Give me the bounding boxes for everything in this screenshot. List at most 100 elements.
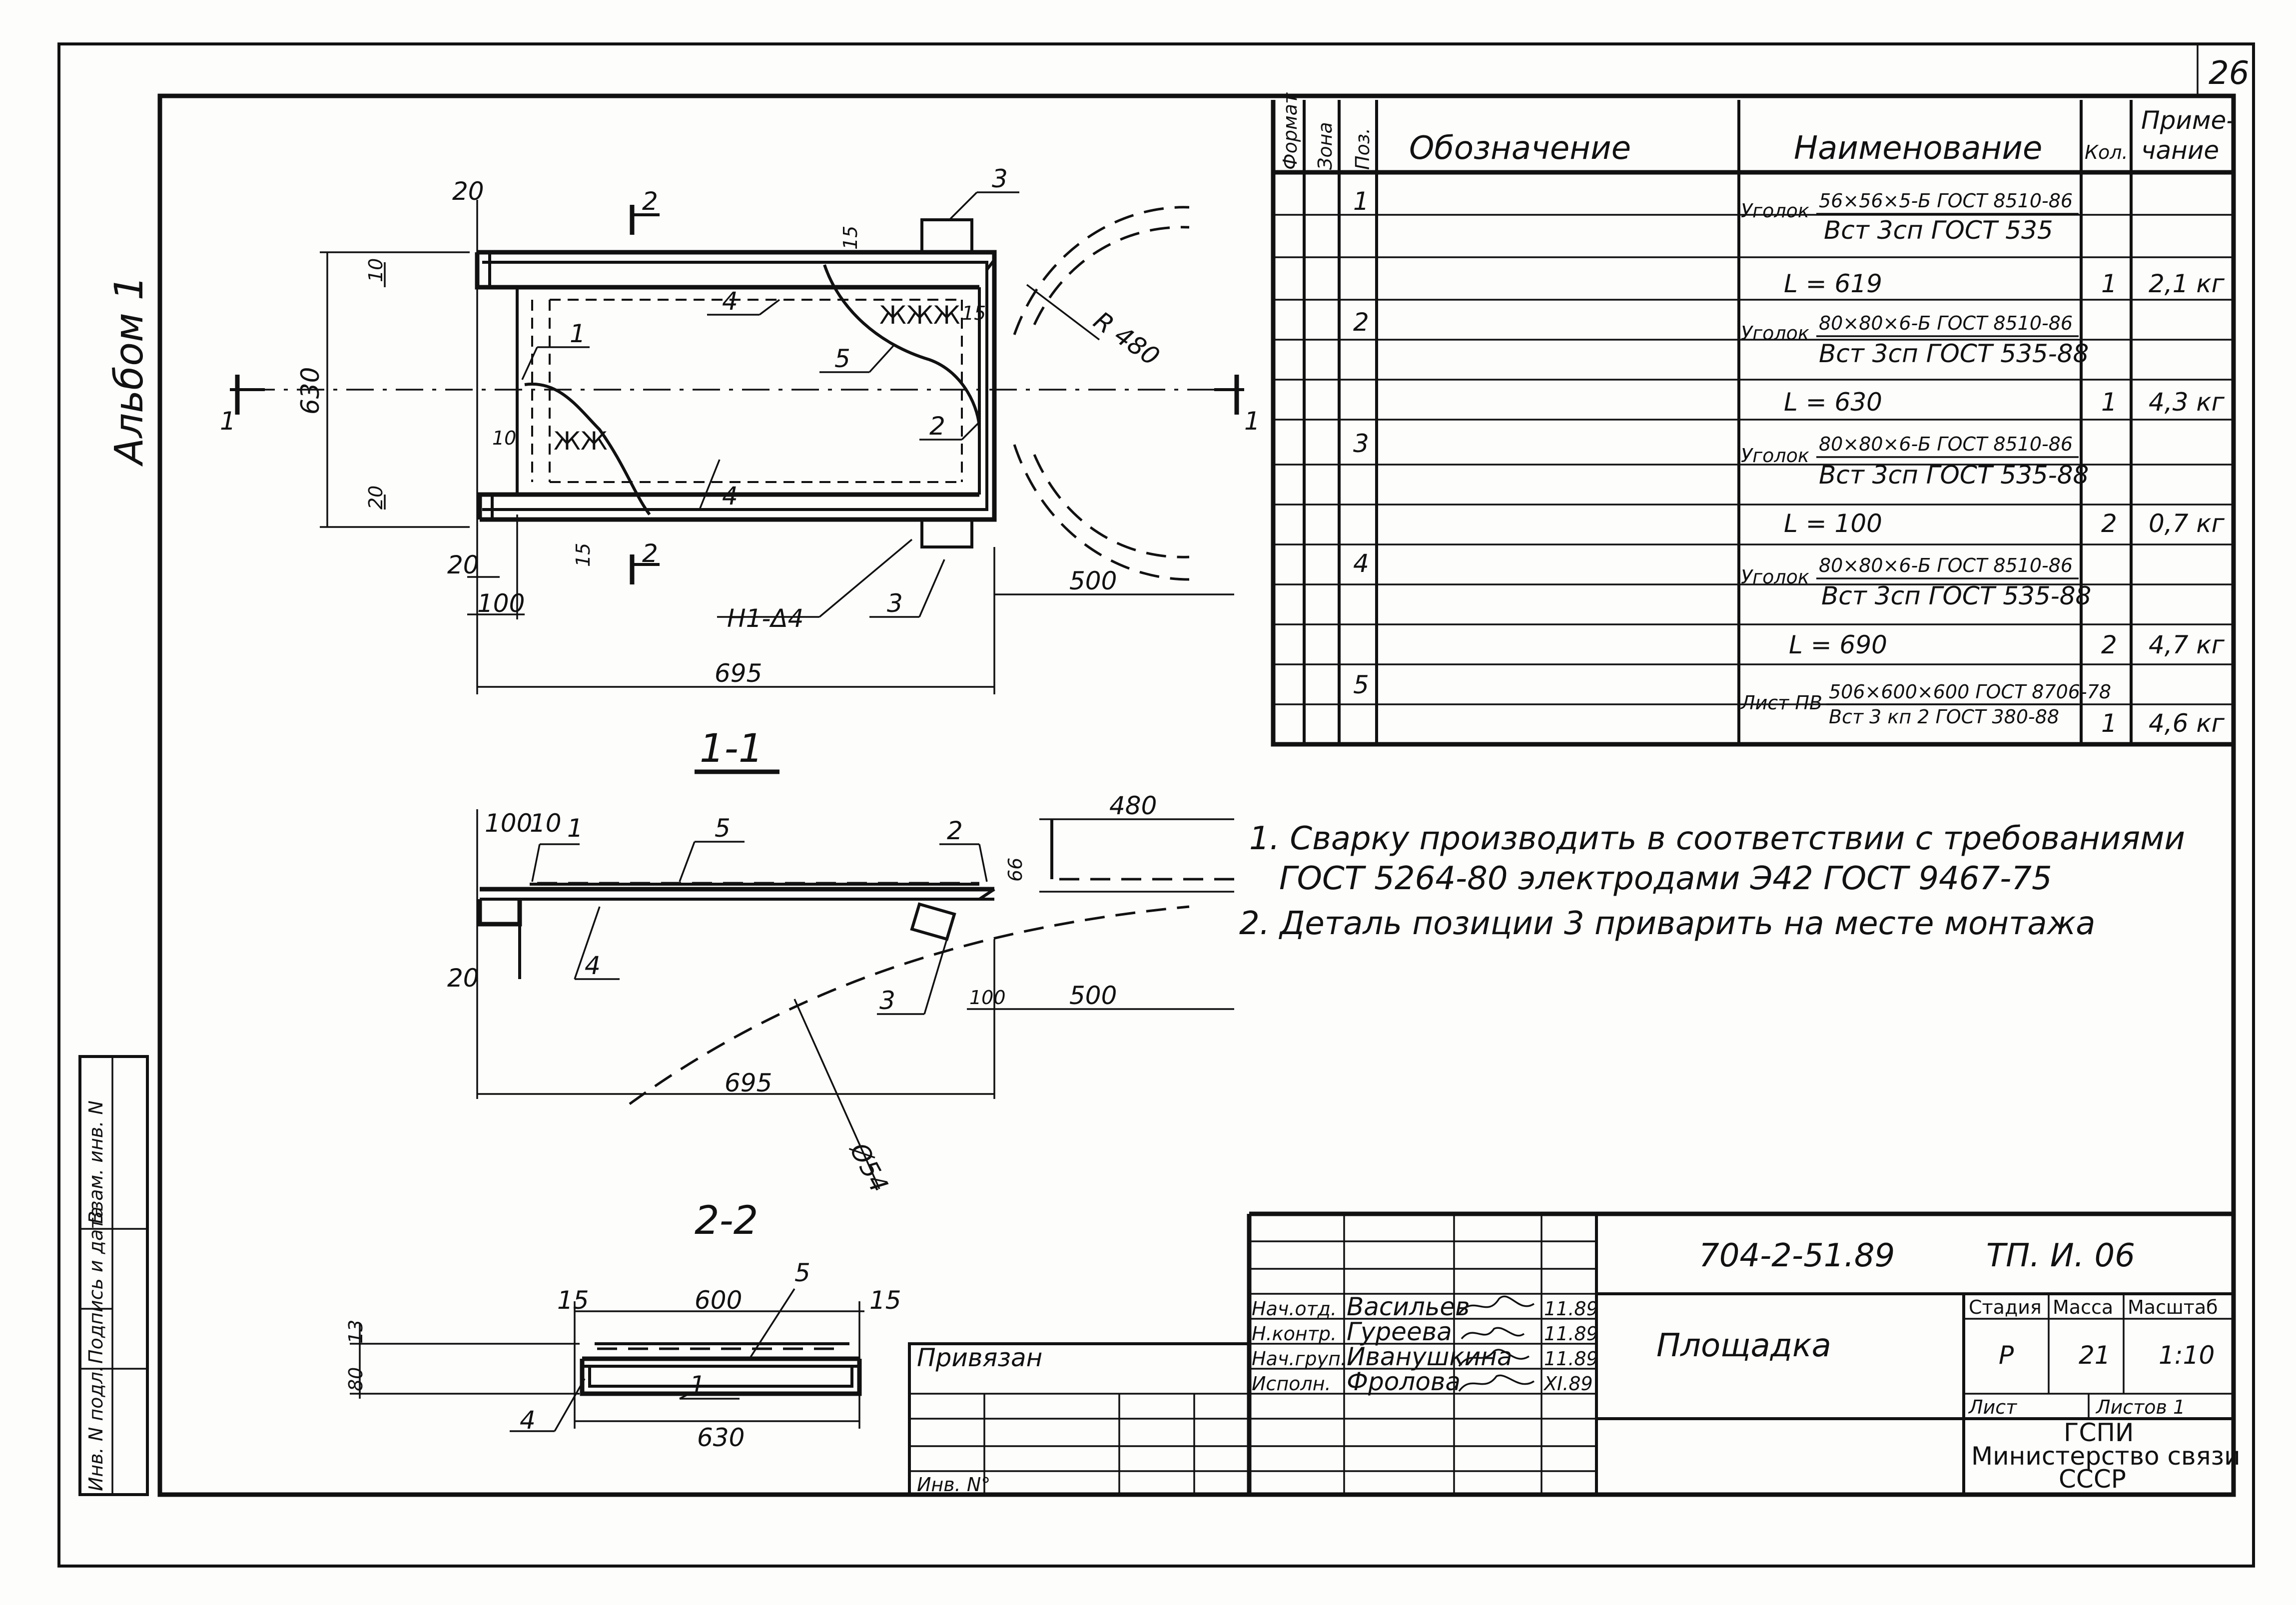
spec-header-note-2: чание <box>2141 136 2219 165</box>
section-2-2-callout-1: 1 <box>690 1371 706 1400</box>
signer-4-signature <box>1458 1374 1534 1392</box>
spec-row-5-pos: 5 <box>1353 670 1369 699</box>
section-1-1-dim-10: 10 <box>530 809 562 838</box>
plan-callout-5: 5 <box>834 344 850 373</box>
spec-row-2-material: Вст 3сп ГОСТ 535-88 <box>1819 339 2089 368</box>
plan-dim-bottom-100: 100 <box>477 589 525 618</box>
spec-row-4-length: L = 690 <box>1789 630 1887 659</box>
tie-block-inv: Инв. N° <box>917 1474 990 1496</box>
spec-row-2-qty: 1 <box>2101 388 2117 417</box>
plan-dim-radius: R 480 <box>1088 306 1165 371</box>
plan-section-mark-2a: 2 <box>642 187 658 216</box>
plan-view: ЖЖЖ ЖЖ <box>230 191 1244 694</box>
spec-header-name: Наименование <box>1794 130 2042 167</box>
section-2-2-dim-600: 600 <box>695 1286 742 1315</box>
spec-row-2-profile: 80×80×6-Б ГОСТ 8510-86 <box>1819 312 2073 334</box>
spec-row-4-material: Вст 3сп ГОСТ 535-88 <box>1821 581 2091 610</box>
spec-row-2-length: L = 630 <box>1784 388 1882 417</box>
side-stamp-replace-label: Взам. инв. N <box>85 1100 107 1224</box>
plan-callout-4a: 4 <box>722 287 738 316</box>
spec-row-1-pos: 1 <box>1353 187 1369 216</box>
signer-2-role: Н.контр. <box>1252 1323 1337 1345</box>
spec-row-1-length: L = 619 <box>1784 269 1882 298</box>
section-1-1-dim-100b: 100 <box>969 987 1006 1009</box>
plan-dim-left-top: 10 <box>365 258 387 282</box>
note-line-3: 2. Деталь позиции 3 приварить на месте м… <box>1239 905 2096 942</box>
spec-row-1-profile: 56×56×5-Б ГОСТ 8510-86 <box>1819 190 2073 212</box>
spec-row-5-prefix: Лист ПВ <box>1740 692 1822 714</box>
signer-2-name: Гуреева <box>1347 1317 1452 1346</box>
plan-callout-3b: 3 <box>887 589 903 618</box>
title-block-doc-code: 704-2-51.89 <box>1699 1237 1895 1274</box>
section-1-1-dim-500: 500 <box>1069 981 1117 1010</box>
title-block-sheets-label: Листов 1 <box>2095 1396 2185 1418</box>
spec-row-4-prefix: Уголок <box>1741 566 1809 588</box>
note-line-2: ГОСТ 5264-80 электродами Э42 ГОСТ 9467-7… <box>1279 860 2052 897</box>
section-1-1-callout-2: 2 <box>947 816 963 845</box>
title-block-org-3: СССР <box>2059 1465 2126 1494</box>
spec-row-3-pos: 3 <box>1353 429 1369 458</box>
section-2-2-title: 2-2 <box>695 1198 758 1243</box>
spec-row-2-mass: 4,3 кг <box>2149 388 2225 417</box>
title-block-org-2: Министерство связи <box>1971 1442 2241 1471</box>
title-block-scale-label: Масштаб <box>2128 1296 2218 1318</box>
spec-row-3-qty: 2 <box>2101 509 2117 538</box>
title-block-sheet-label: Лист <box>1968 1396 2018 1418</box>
spec-row-4-pos: 4 <box>1353 549 1369 578</box>
section-1-1-dim-20: 20 <box>447 964 479 993</box>
signer-3-role: Нач.груп. <box>1252 1348 1347 1370</box>
plan-callout-1: 1 <box>570 319 586 348</box>
section-2-2-callout-5: 5 <box>794 1258 810 1287</box>
spec-row-5-mass: 4,6 кг <box>2149 709 2225 738</box>
sheet-number: 26 <box>2209 55 2249 92</box>
title-block-org-1: ГСПИ <box>2064 1418 2134 1447</box>
plan-dim-bottom-left: 20 <box>447 550 479 579</box>
signer-1-signature <box>1458 1295 1534 1315</box>
plan-callout-4b: 4 <box>722 482 738 511</box>
spec-row-1-prefix: Уголок <box>1741 200 1809 222</box>
sheet-frame <box>57 42 2255 1568</box>
title-block-stage: Р <box>1999 1341 2014 1370</box>
signer-4-role: Исполн. <box>1252 1373 1331 1395</box>
spec-row-2-prefix: Уголок <box>1741 322 1809 344</box>
signer-3-date: 11.89 <box>1544 1348 1598 1370</box>
signer-1-role: Нач.отд. <box>1252 1298 1337 1320</box>
section-1-1-dim-854: Ø54 <box>843 1137 893 1197</box>
spec-row-3-length: L = 100 <box>1784 509 1882 538</box>
section-2-2-dim-15a: 15 <box>557 1286 589 1315</box>
section-2-2-callout-4: 4 <box>520 1406 536 1435</box>
spec-row-2-pos: 2 <box>1353 308 1369 337</box>
title-block-grid <box>1247 1211 2234 1495</box>
signer-1-name: Васильев <box>1347 1292 1470 1321</box>
section-1-1-dim-100: 100 <box>485 809 532 838</box>
plan-weld-mark: Н1-Δ4 <box>727 604 803 633</box>
note-line-1: 1. Сварку производить в соответствии с т… <box>1249 820 2185 857</box>
spec-row-5-qty: 1 <box>2101 709 2117 738</box>
plan-dim-15-side: 15 <box>962 302 986 324</box>
spec-row-3-prefix: Уголок <box>1741 445 1809 467</box>
spec-header-designation: Обозначение <box>1409 130 1631 167</box>
spec-row-1-material: Вст 3сп ГОСТ 535 <box>1824 216 2053 245</box>
plan-dim-left-mid: 10 <box>492 427 516 449</box>
plan-section-mark-1a: 1 <box>220 407 236 436</box>
signer-2-signature <box>1461 1327 1525 1340</box>
plan-dim-top-left: 20 <box>452 177 484 206</box>
spec-header-note-1: Приме- <box>2141 106 2235 135</box>
spec-header-zone: Зона <box>1314 122 1336 170</box>
spec-row-1-qty: 1 <box>2101 269 2117 298</box>
mesh-hatch-2: ЖЖ <box>554 427 608 456</box>
spec-row-5-profile: 506×600×600 ГОСТ 8706-78 <box>1829 681 2111 703</box>
plan-dim-height: 630 <box>296 367 325 415</box>
section-2-2-dim-13: 13 <box>345 1320 367 1344</box>
plan-section-mark-2b: 2 <box>642 539 658 568</box>
title-block-mass-label: Масса <box>2053 1296 2113 1318</box>
album-label: Альбом 1 <box>107 276 152 467</box>
signer-3-signature <box>1458 1349 1530 1367</box>
section-1-1-dim-66: 66 <box>1004 858 1026 882</box>
title-block-scale: 1:10 <box>2159 1341 2215 1370</box>
spec-header-qty: Кол. <box>2085 141 2128 163</box>
spec-row-3-mass: 0,7 кг <box>2149 509 2225 538</box>
section-1-1-title: 1-1 <box>700 726 763 771</box>
section-1-1-callout-5: 5 <box>715 814 731 843</box>
